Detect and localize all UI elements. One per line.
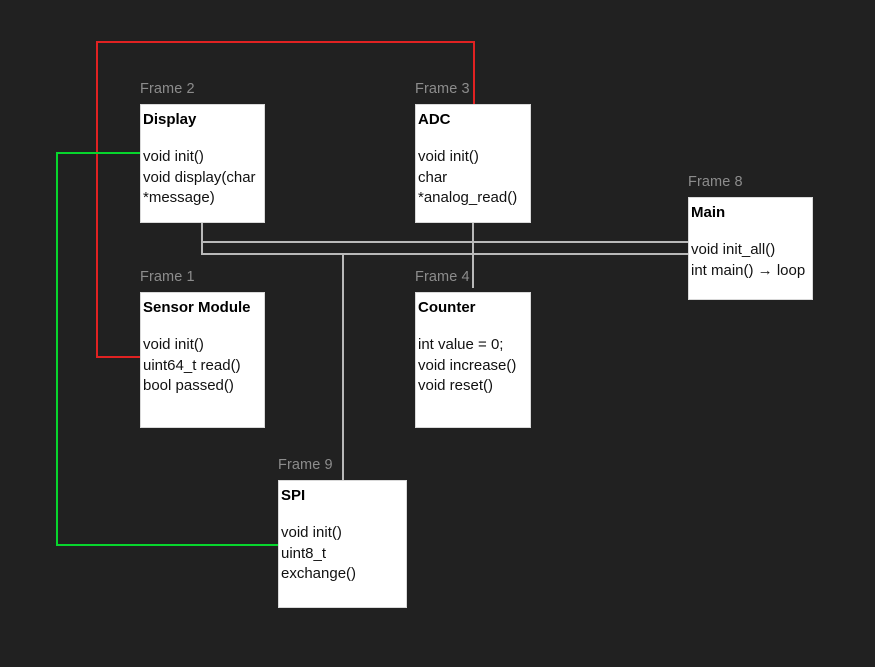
node-line: void increase() — [418, 356, 517, 374]
node-title-adc: ADC — [418, 111, 451, 128]
node-body-display: void init() void display(char *message) — [143, 147, 264, 209]
connector-display-down — [201, 218, 203, 254]
frame-label-display: Frame 2 — [140, 81, 195, 97]
connector-green-left — [56, 152, 58, 546]
node-line: exchange() — [281, 565, 357, 582]
node-line: void init() — [143, 336, 204, 353]
node-body-counter: int value = 0; void increase() void rese… — [418, 335, 530, 397]
node-title-spi: SPI — [281, 487, 306, 504]
connector-bus-lower — [201, 253, 690, 255]
node-body-sensor-module: void init() uint64_t read() bool passed(… — [143, 335, 264, 397]
connector-red-top — [96, 41, 475, 43]
node-line: int main() → loop — [691, 261, 806, 279]
frame-label-main: Frame 8 — [688, 174, 743, 190]
node-line: void init() — [143, 148, 204, 165]
node-line: *analog_read() — [418, 189, 518, 206]
node-line: void reset() — [418, 377, 494, 394]
node-title-sensor-module: Sensor Module — [143, 299, 251, 316]
connector-green-top — [56, 152, 144, 154]
node-body-spi: void init() uint8_t exchange() — [281, 523, 406, 585]
connector-spi-up — [342, 253, 344, 481]
frame-label-spi: Frame 9 — [278, 457, 333, 473]
node-line: bool passed() — [143, 377, 234, 394]
node-line: uint8_t — [281, 544, 327, 562]
node-line: void init() — [281, 524, 342, 541]
frame-label-adc: Frame 3 — [415, 81, 470, 97]
node-sensor-module[interactable]: Sensor Module void init() uint64_t read(… — [140, 292, 265, 428]
frame-label-sensor-module: Frame 1 — [140, 269, 195, 285]
connector-red-right — [473, 41, 475, 107]
node-line: void init() — [418, 148, 479, 165]
node-line: int value = 0; — [418, 336, 504, 353]
node-line: void init_all() — [691, 241, 776, 258]
node-title-display: Display — [143, 111, 197, 128]
node-adc[interactable]: ADC void init() char *analog_read() — [415, 104, 531, 223]
node-spi[interactable]: SPI void init() uint8_t exchange() — [278, 480, 407, 608]
node-line: uint64_t read() — [143, 356, 241, 374]
node-line: char — [418, 168, 448, 186]
node-title-main: Main — [691, 204, 726, 221]
node-line: void display(char — [143, 168, 256, 186]
node-main[interactable]: Main void init_all() int main() → loop — [688, 197, 813, 300]
connector-bus-upper — [201, 241, 690, 243]
node-counter[interactable]: Counter int value = 0; void increase() v… — [415, 292, 531, 428]
node-title-counter: Counter — [418, 299, 476, 316]
node-body-main: void init_all() int main() → loop — [691, 240, 812, 281]
connector-red-left — [96, 41, 98, 358]
connector-adc-down — [472, 218, 474, 288]
node-display[interactable]: Display void init() void display(char *m… — [140, 104, 265, 223]
frame-label-counter: Frame 4 — [415, 269, 470, 285]
node-line: *message) — [143, 189, 215, 206]
connector-green-bottom — [56, 544, 282, 546]
connector-red-bottom — [96, 356, 144, 358]
node-body-adc: void init() char *analog_read() — [418, 147, 530, 209]
